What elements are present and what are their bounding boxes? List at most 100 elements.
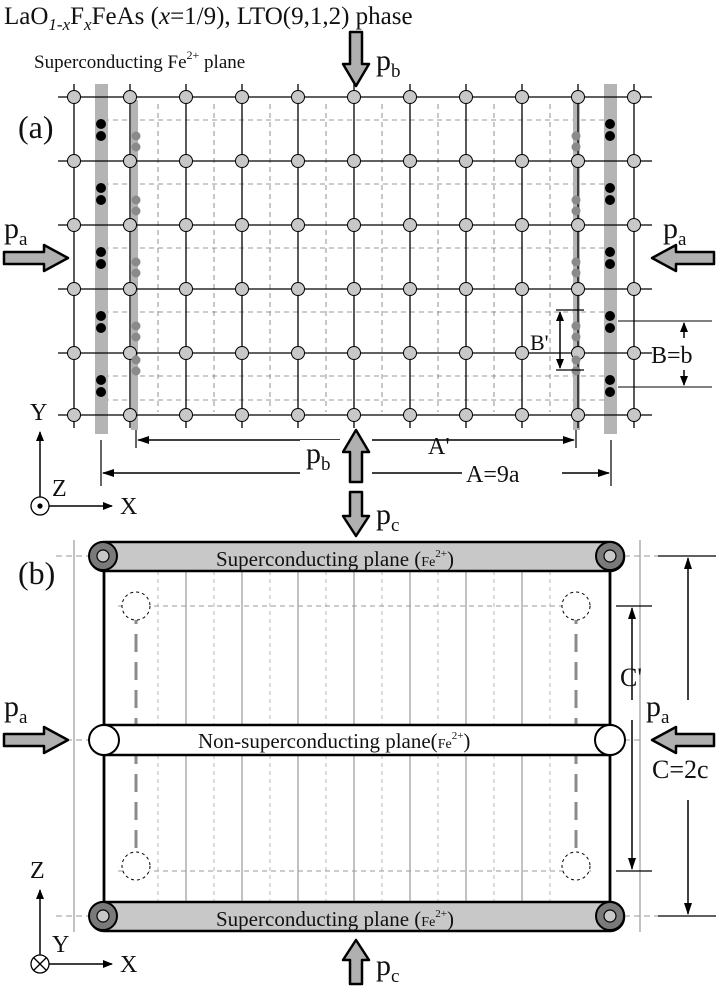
fe-dot-grey [571, 131, 581, 141]
lattice-node [459, 218, 473, 232]
lattice-node [235, 154, 249, 168]
bottom-plane-label: Superconducting plane ( [216, 907, 421, 931]
dimension-c-prime: C' [616, 605, 652, 872]
lattice-node [571, 154, 585, 168]
fe-dot-dark [96, 387, 106, 397]
lattice-node [67, 408, 81, 422]
svg-text:pb: pb [376, 44, 401, 82]
lattice-node [347, 218, 361, 232]
pa-right-b-sub: a [661, 707, 670, 728]
fe-dot-dark [605, 247, 615, 257]
fe-site-dashed [561, 851, 591, 881]
lattice-node [515, 218, 529, 232]
lattice-node [347, 408, 361, 422]
dimension-b: B=b [618, 320, 712, 388]
lattice-node [459, 282, 473, 296]
fe-dot-dark [96, 131, 106, 141]
panel-a-dashed-grid [103, 104, 610, 412]
pc-top-sub: c [391, 515, 399, 536]
fe-dot-grey [131, 195, 141, 205]
pa-right-p: p [663, 212, 678, 245]
title-mid1: F [70, 3, 84, 30]
mid-plane-end: ) [463, 729, 470, 753]
lattice-node [459, 346, 473, 360]
mid-plane-fe: Fe [438, 737, 452, 752]
pa-left-b-sub: a [19, 707, 28, 728]
lattice-node [123, 90, 137, 104]
lattice-node [459, 154, 473, 168]
fe-dot-dark [605, 195, 615, 205]
lattice-node [179, 218, 193, 232]
lattice-node [459, 90, 473, 104]
pressure-arrow-pa-left: pa [2, 212, 70, 273]
lattice-node [67, 218, 81, 232]
lattice-node [515, 90, 529, 104]
panel-a: (a) Superconducting Fe2+ plane A' A=9a [2, 30, 716, 520]
lattice-node [571, 408, 585, 422]
fe-dot-grey [571, 355, 581, 365]
fe-dot-dark [605, 323, 615, 333]
lattice-node [459, 408, 473, 422]
lattice-node [627, 408, 641, 422]
dim-a-label: A=9a [466, 462, 520, 488]
top-plane-label: Superconducting plane ( [216, 547, 421, 571]
lattice-node [627, 218, 641, 232]
lattice-node [347, 346, 361, 360]
svg-text:pa: pa [4, 212, 28, 250]
dim-a-prime-label: A' [428, 434, 450, 460]
fe-dot-grey [571, 195, 581, 205]
lattice-node [67, 90, 81, 104]
top-plane-fe: Fe [421, 555, 435, 570]
svg-text:pa: pa [4, 690, 28, 728]
lattice-node [347, 90, 361, 104]
middle-non-superconducting-plane: Non-superconducting plane(Fe2+) [88, 723, 626, 757]
lattice-node [403, 90, 417, 104]
lattice-node [403, 346, 417, 360]
fe-dot-dark [96, 311, 106, 321]
lattice-node [235, 282, 249, 296]
axis-b-x: X [120, 952, 137, 978]
panel-a-fe-stripes [95, 84, 617, 434]
lattice-node [291, 346, 305, 360]
bottom-plane-sup: 2+ [435, 908, 447, 920]
lattice-node [67, 346, 81, 360]
dimension-b-prime: B' [530, 309, 584, 371]
pb-bottom-sub: b [321, 454, 331, 475]
lattice-node [123, 282, 137, 296]
lattice-node [571, 282, 585, 296]
top-plane-end: ) [447, 547, 454, 571]
dimension-c: C=2c [652, 555, 716, 917]
lattice-node [179, 282, 193, 296]
svg-text:pa: pa [663, 212, 687, 250]
panel-a-lattice-nodes [67, 90, 641, 422]
lattice-node [291, 218, 305, 232]
bottom-plane-end: ) [447, 907, 454, 931]
lattice-node [291, 154, 305, 168]
pressure-arrow-pc-top: pc [341, 490, 399, 538]
title-main: LaO [4, 3, 48, 30]
lattice-node [627, 154, 641, 168]
pressure-arrow-pc-bottom: pc [341, 938, 399, 987]
axes-panel-a: Y Z X [30, 400, 137, 520]
pc-bottom-sub: c [391, 966, 399, 987]
axis-b-y: Y [52, 932, 69, 958]
dim-c-label: C=2c [652, 755, 709, 784]
lattice-node [123, 154, 137, 168]
dim-b-label: B=b [651, 343, 693, 369]
fe-dot-dark [605, 119, 615, 129]
panel-a-label: (a) [18, 109, 54, 145]
lattice-node [627, 282, 641, 296]
title-sub2: x [83, 15, 92, 34]
sc-plane-text: Superconducting Fe [34, 52, 187, 73]
lattice-node [403, 408, 417, 422]
pb-bottom-p: p [306, 437, 321, 470]
pa-left-p: p [4, 212, 19, 245]
panel-b: Superconducting plane (Fe2+) Non-superco… [2, 490, 716, 987]
svg-text:Superconducting plane (Fe2+): Superconducting plane (Fe2+) [216, 547, 454, 571]
title-end: =1/9), LTO(9,1,2) phase [170, 3, 413, 30]
lattice-node [235, 408, 249, 422]
figure-title: LaO1-xFxFeAs (x=1/9), LTO(9,1,2) phase [4, 3, 413, 34]
lattice-node [515, 346, 529, 360]
fe-site-dashed [561, 591, 591, 621]
